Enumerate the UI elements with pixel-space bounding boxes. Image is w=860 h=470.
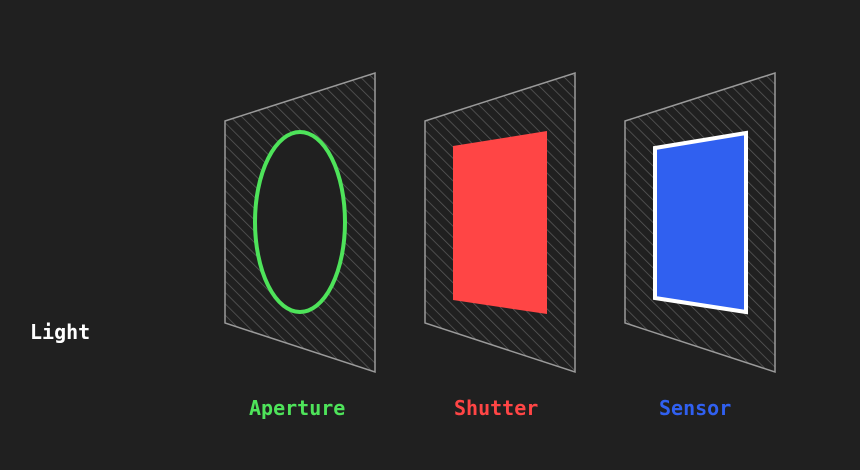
shutter-panel bbox=[424, 71, 576, 374]
sensor-label: Sensor bbox=[659, 396, 732, 420]
light-label: Light bbox=[30, 320, 91, 344]
shutter-curtain bbox=[453, 131, 547, 314]
aperture-label: Aperture bbox=[249, 396, 346, 420]
aperture-opening bbox=[253, 130, 347, 314]
shutter-label: Shutter bbox=[454, 396, 539, 420]
aperture-panel bbox=[224, 71, 376, 374]
sensor-panel bbox=[624, 71, 776, 374]
sensor-surface bbox=[653, 130, 748, 315]
